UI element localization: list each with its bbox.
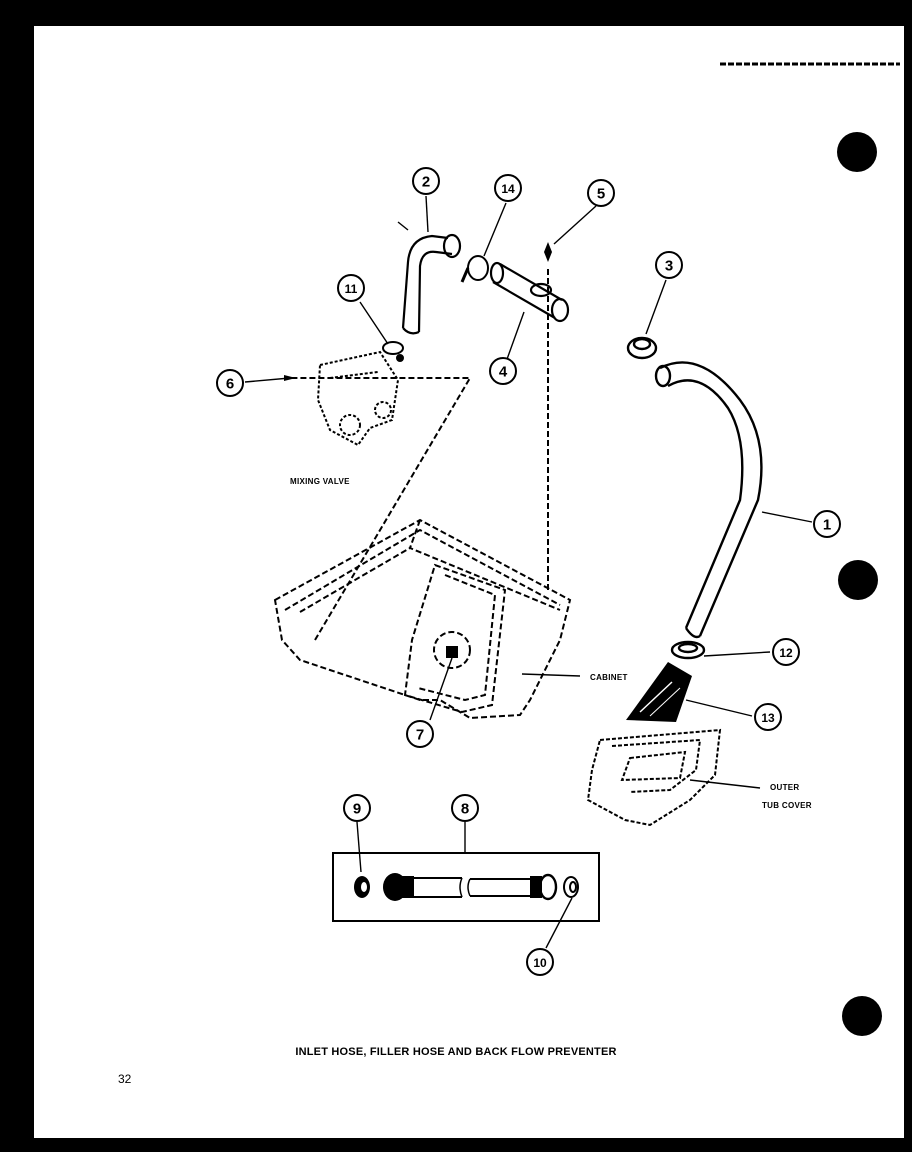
callout-1: 1 (813, 510, 841, 538)
svg-text:4: 4 (499, 364, 508, 381)
svg-text:2: 2 (422, 174, 430, 191)
binder-hole-bottom (842, 996, 882, 1036)
svg-text:14: 14 (501, 182, 515, 196)
page-number: 32 (118, 1072, 132, 1086)
hose-2-mark (397, 221, 409, 231)
part-9-washer (354, 876, 370, 898)
svg-text:7: 7 (416, 727, 424, 744)
callout-5-leader (553, 205, 597, 245)
callout-11: 11 (337, 274, 365, 302)
inlet-hose-kit-box (332, 852, 600, 922)
cabinet-outline (273, 268, 572, 720)
svg-text:11: 11 (345, 282, 358, 296)
callout-2: 2 (412, 167, 440, 195)
svg-text:8: 8 (461, 801, 469, 818)
callout-8: 8 (451, 794, 479, 822)
part-2-filler-hose (401, 233, 462, 335)
callout-13-leader (685, 699, 753, 717)
outer-tub-cover-label-line2: TUB COVER (762, 801, 812, 810)
svg-text:12: 12 (779, 646, 793, 660)
part-1-fill-hose (654, 361, 763, 639)
callout-7: 7 (406, 720, 434, 748)
callout-14-leader (483, 202, 507, 257)
binder-hole-middle (838, 560, 878, 600)
part-6-screw (284, 375, 296, 381)
callout-9: 9 (343, 794, 371, 822)
svg-text:10: 10 (533, 956, 547, 970)
callout-9-leader (356, 821, 362, 873)
callout-10-leader (545, 897, 573, 949)
svg-text:13: 13 (761, 711, 775, 725)
cabinet-leader (521, 673, 581, 677)
outer-tub-cover-label-line1: OUTER (770, 783, 800, 792)
callout-4: 4 (489, 357, 517, 385)
callout-14: 14 (494, 174, 522, 202)
svg-text:5: 5 (597, 186, 605, 203)
part-7-fastener (446, 646, 458, 658)
callout-10: 10 (526, 948, 554, 976)
callout-13: 13 (754, 703, 782, 731)
svg-text:3: 3 (665, 258, 673, 275)
mixing-valve (316, 350, 400, 447)
part-4-back-flow-preventer (489, 261, 570, 323)
svg-text:9: 9 (353, 801, 361, 818)
binder-hole-top (837, 132, 877, 172)
callout-1-leader (761, 511, 813, 523)
callout-3-leader (645, 279, 667, 335)
svg-text:1: 1 (823, 517, 831, 534)
part-8-inlet-hose (383, 873, 558, 901)
part-10-screen-washer (563, 876, 579, 898)
callout-2-leader (425, 195, 429, 233)
part-11-clamp (382, 341, 404, 362)
callout-12-leader (703, 651, 771, 657)
part-12-clamp (670, 640, 706, 660)
part-14-clamp (460, 255, 489, 283)
part-3-clamp (626, 336, 658, 360)
cabinet-label: CABINET (590, 673, 628, 682)
part-13-fill-nozzle (626, 662, 692, 722)
paper-sheet (34, 26, 904, 1138)
callout-6: 6 (216, 369, 244, 397)
callout-7-leader (429, 657, 453, 721)
part-5-screw (544, 242, 552, 262)
diagram-title: INLET HOSE, FILLER HOSE AND BACK FLOW PR… (295, 1046, 617, 1058)
svg-text:6: 6 (226, 376, 234, 393)
callout-12: 12 (772, 638, 800, 666)
callout-5: 5 (587, 179, 615, 207)
callout-6-leader (244, 377, 291, 383)
outer-tub-cover-leader (689, 779, 761, 789)
callout-11-leader (359, 301, 389, 345)
callout-4-leader (505, 311, 525, 363)
outer-tub-cover (586, 728, 722, 827)
callout-3: 3 (655, 251, 683, 279)
mixing-valve-label: MIXING VALVE (290, 477, 350, 486)
